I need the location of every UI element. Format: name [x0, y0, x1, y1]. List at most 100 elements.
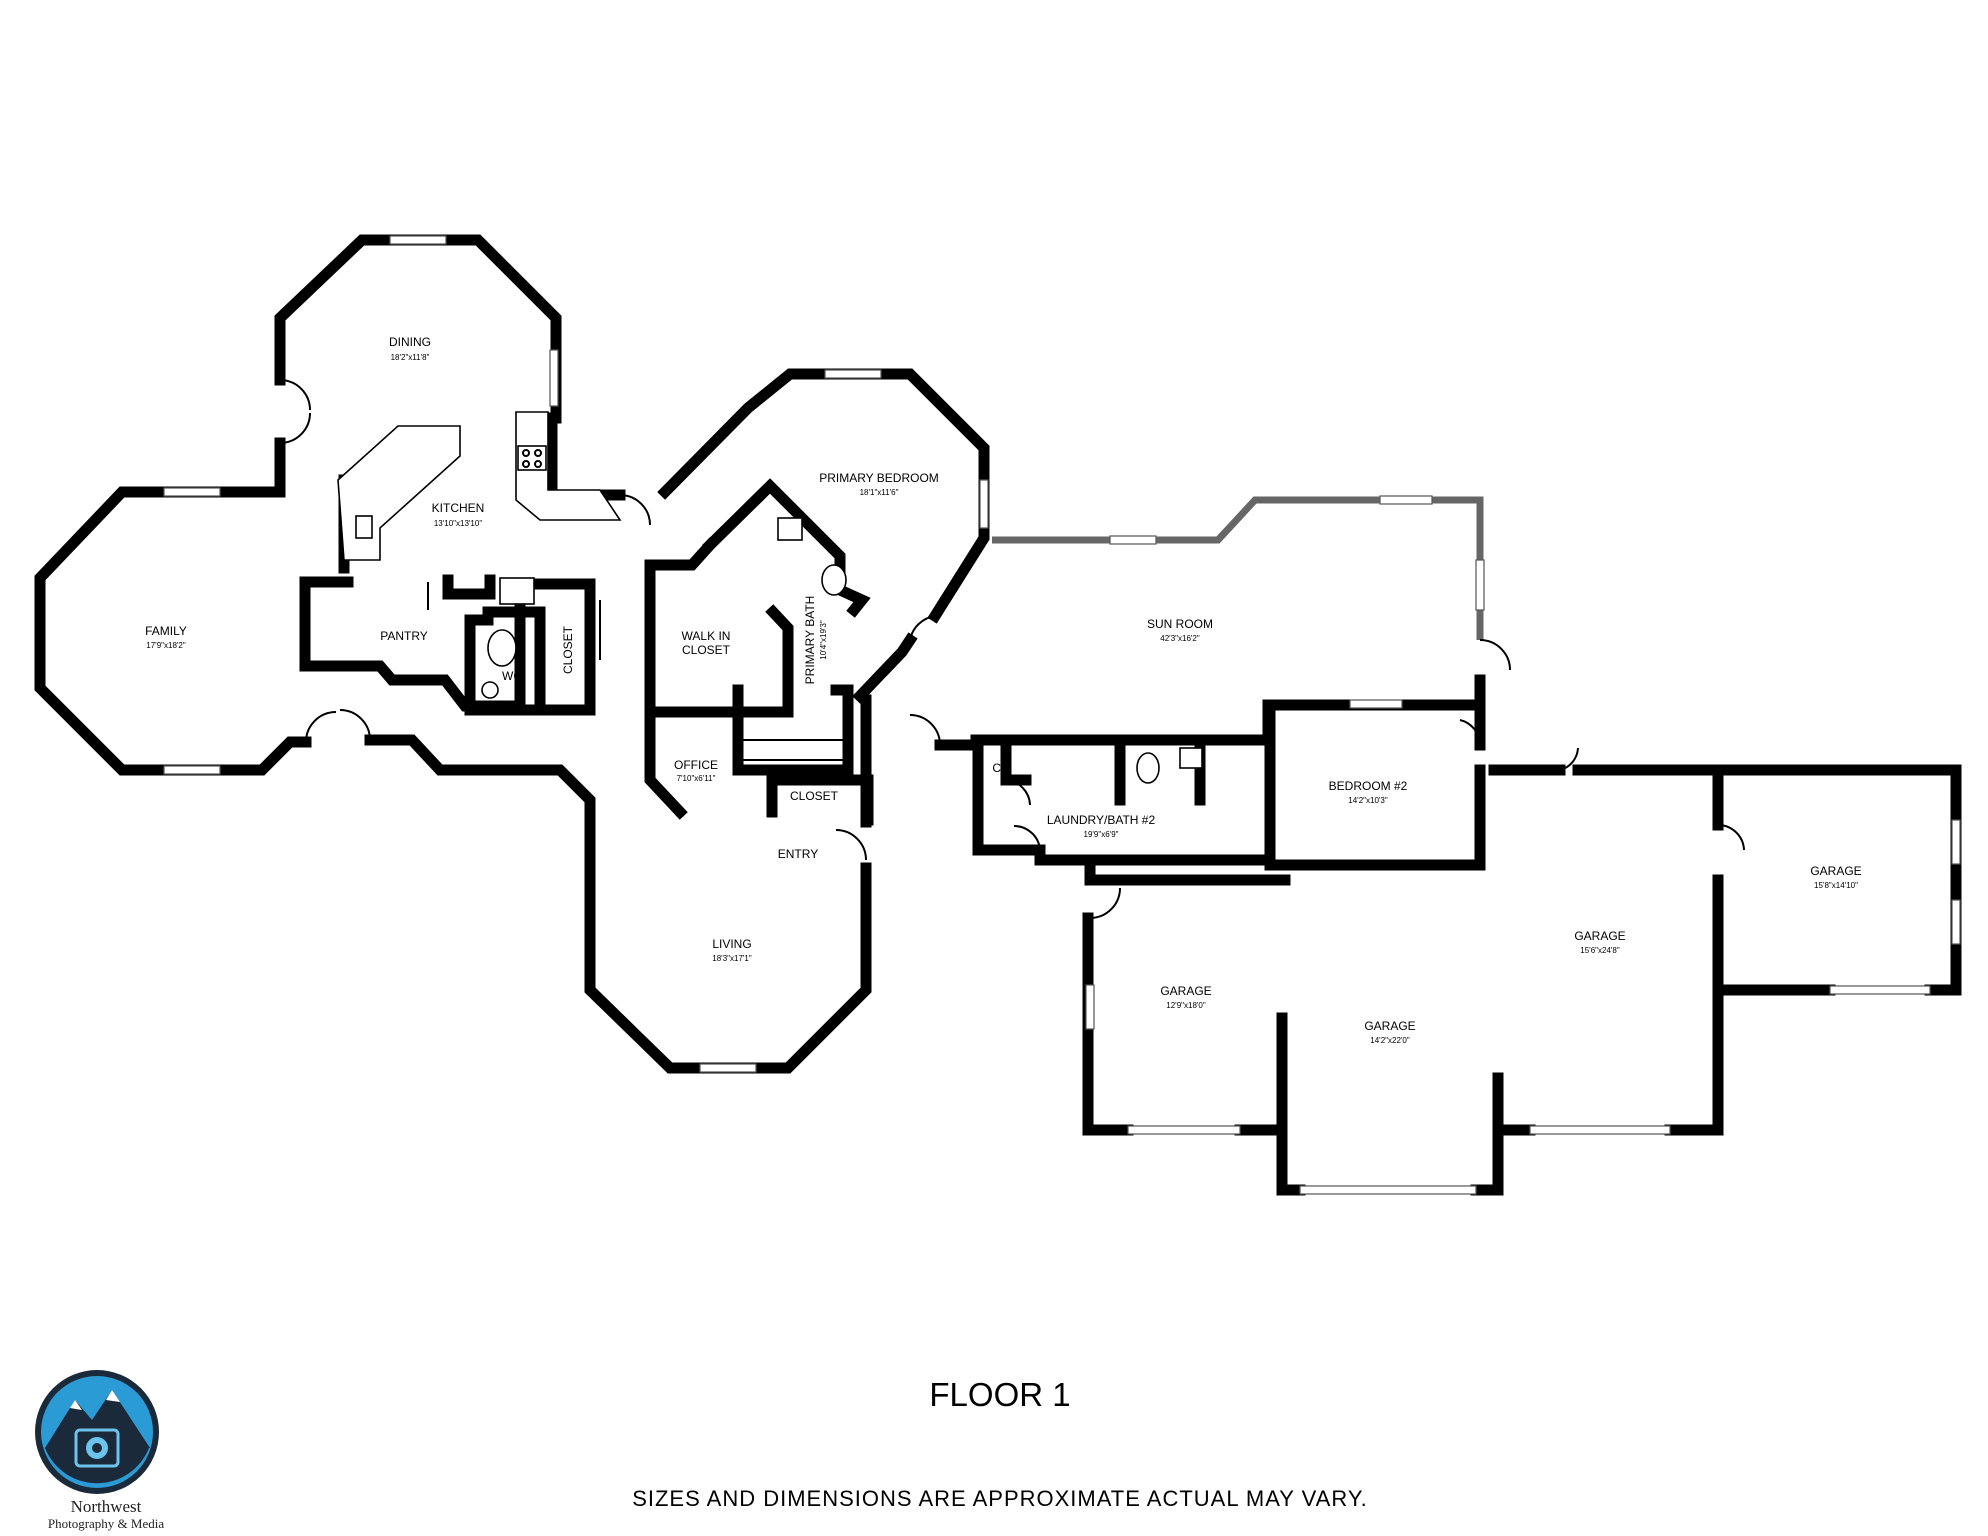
room-dims-office: 7'10"x6'11" — [677, 774, 716, 783]
mountain-icon — [45, 1390, 150, 1448]
door-garage-left — [1089, 887, 1121, 919]
window — [163, 487, 221, 497]
door-entry — [835, 829, 867, 861]
room-dims-bedroom-2: 14'2"x10'3" — [1348, 796, 1388, 805]
wall-garage-2 — [1276, 1124, 1306, 1196]
room-dims-garage-4: 15'8"x14'10" — [1814, 881, 1858, 890]
room-dims-garage-2: 14'2"x22'0" — [1370, 1036, 1410, 1045]
wall-laundry-top — [970, 699, 1486, 751]
wall-walkin — [644, 537, 718, 716]
window — [1349, 699, 1403, 709]
wall-primary-inner — [852, 632, 918, 704]
window — [1475, 559, 1485, 611]
disclaimer-text: SIZES AND DIMENSIONS ARE APPROXIMATE ACT… — [632, 1486, 1368, 1511]
door-sun-right — [1479, 639, 1511, 671]
room-dims-dining: 18'2"x11'8" — [391, 353, 430, 362]
wall-dining-left-lower — [34, 437, 312, 776]
window — [699, 1063, 757, 1073]
wall-office — [644, 706, 688, 820]
wall-dining — [274, 234, 626, 501]
wall-walkin-right — [734, 604, 794, 718]
room-name-closet-entry: CLOSET — [790, 789, 839, 803]
walls — [34, 234, 1962, 1196]
door-kitchen-hall — [619, 494, 651, 526]
room-name-primary-bath: PRIMARY BATH — [803, 596, 817, 685]
room-dims-sun-room: 42'3"x16'2" — [1160, 634, 1200, 643]
wall-closet-kitchen — [534, 578, 596, 716]
wall-laundry — [934, 739, 1276, 866]
room-name-pantry: PANTRY — [380, 629, 428, 643]
window — [1085, 984, 1095, 1030]
window — [1299, 1185, 1477, 1195]
wall-garage-4 — [1712, 764, 1962, 996]
wall-primary-bedroom — [657, 368, 990, 624]
wall-office-right — [732, 684, 854, 776]
door-bedroom2 — [1459, 719, 1481, 746]
wall-bedroom2 — [1264, 704, 1486, 871]
company-logo: Northwest Photography & Media — [35, 1370, 164, 1531]
kitchen-counter — [337, 425, 461, 561]
toilet-icon — [821, 564, 847, 596]
window — [549, 349, 559, 407]
room-name-wc: WC — [502, 669, 522, 683]
room-dims-kitchen: 13'10"x13'10" — [434, 519, 482, 528]
wall-garage-3-top2 — [1572, 764, 1724, 831]
window — [1127, 1125, 1241, 1135]
basin-icon — [1179, 747, 1203, 769]
window — [163, 765, 221, 775]
basin-icon — [481, 681, 499, 699]
wall-sun-room — [992, 496, 1484, 640]
door-laundry-bottom — [1013, 824, 1041, 851]
fixtures — [337, 411, 1203, 784]
window — [979, 479, 989, 529]
stove-icon — [517, 445, 547, 471]
stove-burner-icon — [534, 449, 542, 457]
window — [1951, 819, 1961, 865]
door-garage-3 — [1559, 747, 1579, 771]
wall-laundry-inner-3 — [1000, 738, 1032, 786]
room-name-walk-in-closet-2: CLOSET — [682, 643, 731, 657]
room-name-living: LIVING — [712, 937, 751, 951]
door-laundry — [1005, 779, 1031, 806]
room-dims-garage-3: 15'6"x24'8" — [1580, 946, 1620, 955]
camera-lens-inner-icon — [92, 1443, 102, 1453]
windows — [163, 235, 1961, 1195]
door-primary — [909, 615, 936, 641]
logo-tagline: Photography & Media — [48, 1516, 164, 1531]
room-name-laundry-bath: LAUNDRY/BATH #2 — [1047, 813, 1156, 827]
door-garage-4 — [1717, 824, 1745, 851]
wall-kitchen-top-fixture — [442, 574, 496, 600]
window — [1529, 1125, 1671, 1135]
snowcap-icon — [70, 1390, 120, 1410]
room-name-bedroom-2: BEDROOM #2 — [1329, 779, 1408, 793]
stove-burner-icon — [522, 449, 530, 457]
room-dims-garage-1: 12'9"x18'0" — [1166, 1001, 1206, 1010]
window — [389, 235, 447, 245]
kitchen-island — [515, 411, 622, 521]
room-name-sun-room: SUN ROOM — [1147, 617, 1213, 631]
sun-room-walls — [992, 496, 1484, 640]
door-dining-exterior — [279, 379, 311, 444]
toilet-icon — [487, 629, 517, 667]
room-dims-primary-bedroom: 18'1"x11'6" — [860, 488, 899, 497]
window — [1829, 985, 1931, 995]
door-family-exterior — [305, 709, 371, 743]
room-name-primary-bedroom: PRIMARY BEDROOM — [819, 471, 939, 485]
room-name-garage-1: GARAGE — [1160, 984, 1211, 998]
room-name-garage-3: GARAGE — [1574, 929, 1625, 943]
room-name-entry: ENTRY — [778, 847, 818, 861]
toilet-icon — [1136, 752, 1160, 784]
room-name-kitchen: KITCHEN — [432, 501, 485, 515]
room-name-cl: CL — [992, 761, 1008, 775]
bath-sink-icon — [777, 517, 803, 541]
room-name-family: FAMILY — [145, 624, 187, 638]
stove-burner-icon — [534, 460, 542, 468]
room-name-dining: DINING — [389, 335, 431, 349]
room-name-office: OFFICE — [674, 758, 718, 772]
wall-garage-2-right — [1470, 1072, 1504, 1196]
doors — [279, 379, 1745, 919]
wall-garage-left — [1084, 856, 1291, 886]
refrigerator-icon — [499, 577, 535, 605]
room-name-walk-in-closet: WALK IN — [682, 629, 731, 643]
